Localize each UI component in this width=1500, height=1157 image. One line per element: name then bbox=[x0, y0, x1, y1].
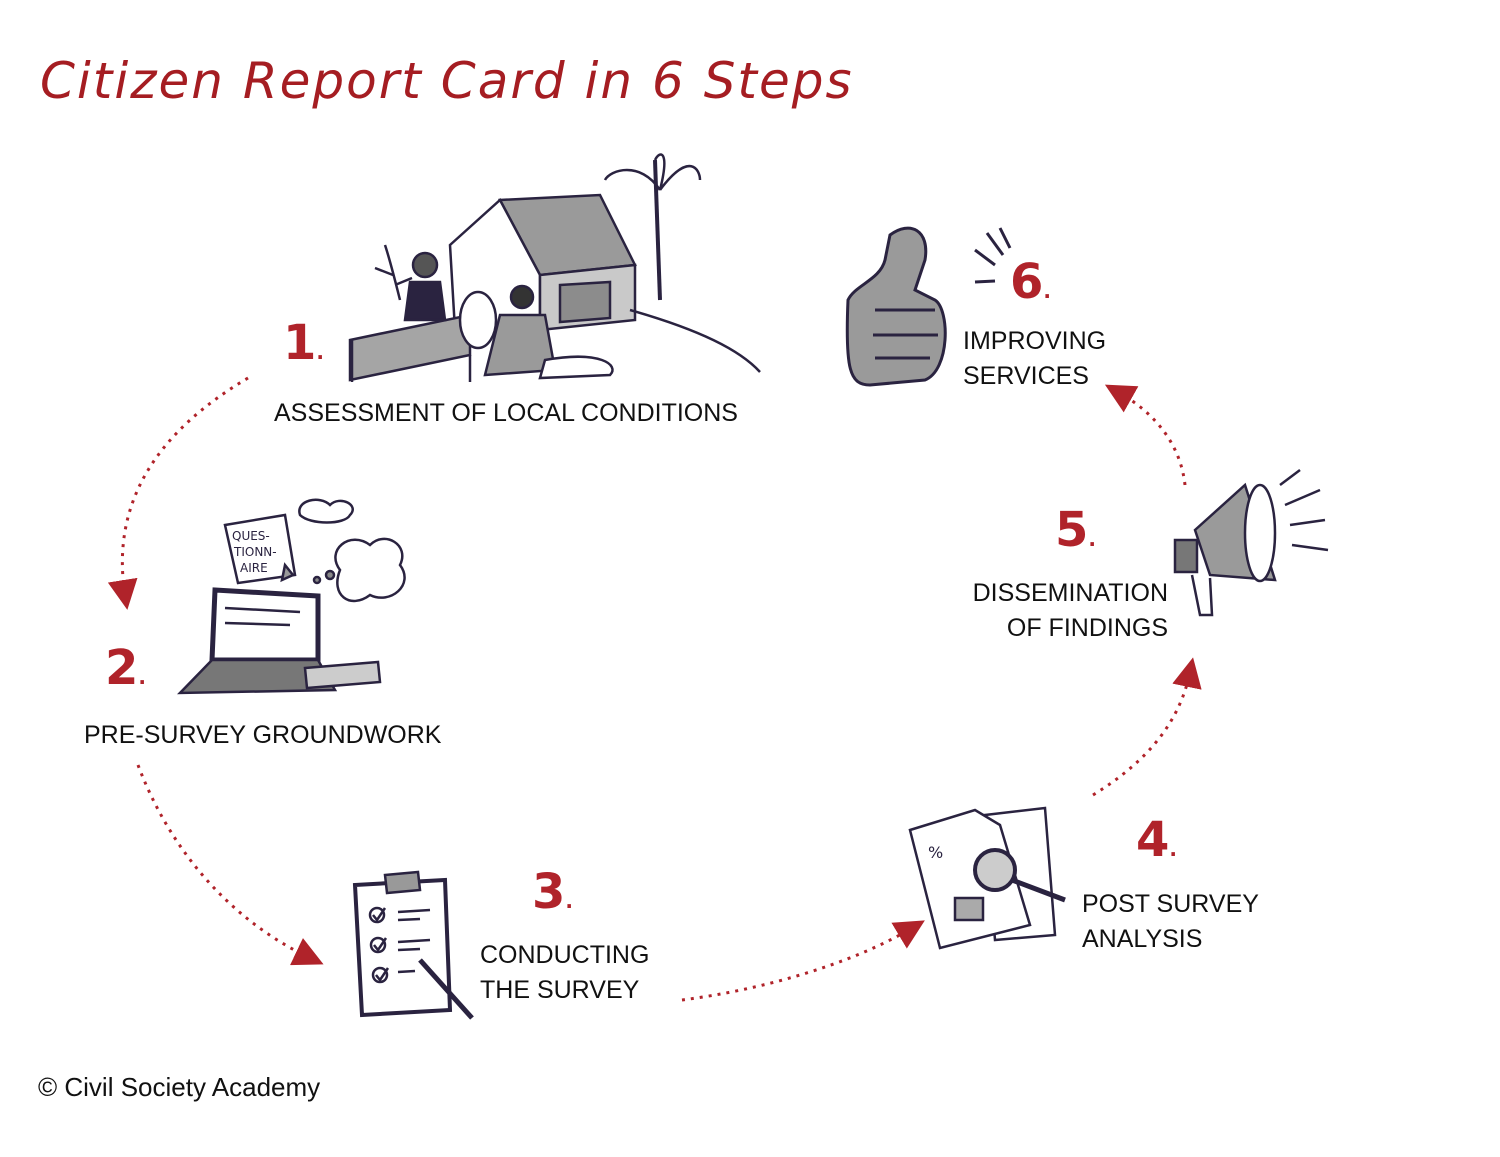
percent-symbol: % bbox=[928, 843, 943, 862]
step-6-number: 6. bbox=[1010, 254, 1052, 310]
arrow-5-to-6 bbox=[1104, 384, 1187, 486]
arrow-1-to-2 bbox=[107, 376, 249, 610]
step-1-number: 1. bbox=[283, 315, 325, 371]
step-2-label: PRE-SURVEY GROUNDWORK bbox=[84, 721, 442, 749]
documents-magnifier-icon: % bbox=[908, 806, 1066, 950]
arrow-4-to-5 bbox=[1092, 657, 1202, 797]
note-line-2: TIONN- bbox=[233, 545, 277, 559]
thumbs-up-icon bbox=[845, 226, 1012, 387]
note-line-1: QUES- bbox=[232, 529, 270, 543]
copyright-footer: © Civil Society Academy bbox=[38, 1072, 321, 1102]
step-2-number: 2. bbox=[105, 640, 147, 696]
step-5-number: 5. bbox=[1055, 502, 1097, 558]
arrow-3-to-4 bbox=[681, 920, 925, 1002]
laptop-questionnaire-icon: QUES- TIONN- AIRE bbox=[176, 498, 406, 695]
step-3-number: 3. bbox=[532, 864, 574, 920]
note-line-3: AIRE bbox=[240, 561, 268, 575]
step-4-number: 4. bbox=[1136, 812, 1178, 868]
arrow-2-to-3 bbox=[136, 764, 324, 966]
clipboard-checklist-icon bbox=[352, 870, 474, 1020]
diagram-title: Citizen Report Card in 6 Steps bbox=[40, 52, 854, 110]
step-1-label: ASSESSMENT OF LOCAL CONDITIONS bbox=[274, 399, 738, 427]
village-scene-icon bbox=[348, 153, 761, 382]
megaphone-icon bbox=[1173, 469, 1329, 617]
